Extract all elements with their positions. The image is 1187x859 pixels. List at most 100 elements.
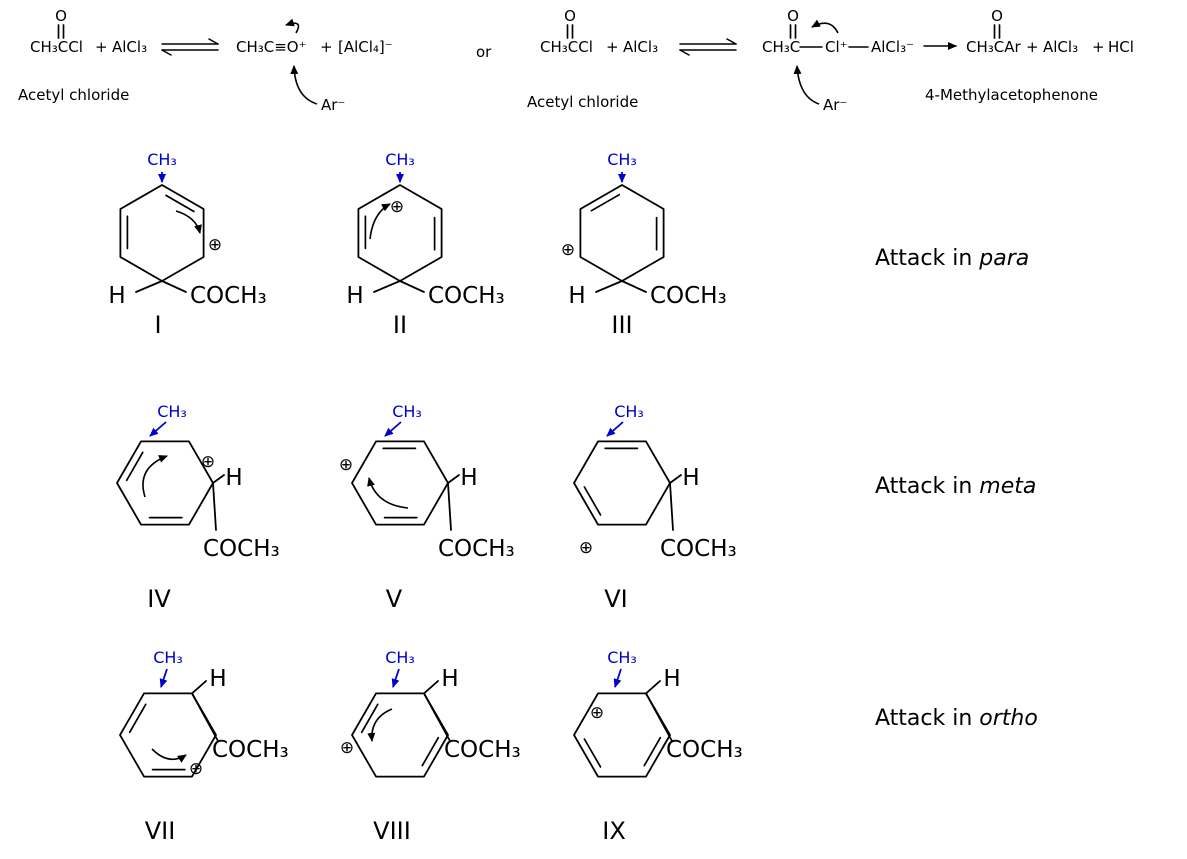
carbonyl-oxygen-label: O: [991, 7, 1003, 25]
chloronium-label: Cl⁺: [825, 38, 848, 56]
acetyl-label: COCH₃: [660, 536, 737, 562]
aryl-attack-arrow: [793, 65, 820, 105]
plus-sign: +: [95, 38, 108, 56]
equation-left: O CH₃CCl + AlCl₃ CH₃C≡O⁺ + [AlCl₄]⁻ or A…: [18, 7, 492, 114]
acetyl-chloride-formula: CH₃CCl: [30, 38, 83, 56]
equation-right: O CH₃CCl + AlCl₃ O CH₃C Cl⁺ AlCl₃⁻ O CH₃…: [527, 7, 1134, 114]
plus-sign: +: [1092, 38, 1105, 56]
equilibrium-arrow-bottom-head: [161, 49, 172, 56]
acetyl-label: COCH₃: [666, 737, 743, 763]
electron-shift-arrow: [811, 19, 839, 34]
plus-charge: ⊕: [201, 452, 215, 472]
acetyl-label: COCH₃: [428, 283, 505, 309]
plus-charge: ⊕: [561, 240, 575, 260]
plus-sign: +: [320, 38, 333, 56]
equilibrium-arrow-bottom-head: [679, 49, 690, 56]
double-bond: [360, 703, 379, 734]
methyl-label: CH₃: [157, 402, 187, 421]
resonance-arrow: [369, 203, 391, 240]
methyl-label: CH₃: [607, 648, 637, 667]
plus-charge: ⊕: [340, 738, 354, 758]
carbonyl-oxygen-label: O: [55, 7, 67, 25]
acetyl-label: COCH₃: [203, 536, 280, 562]
methyl-arrow: [613, 668, 622, 688]
equilibrium-arrow-top-head: [208, 38, 219, 45]
product-formula: CH₃CAr: [966, 38, 1022, 56]
methyl-arrow: [606, 421, 624, 437]
h-bond: [191, 680, 207, 695]
attack-label-prefix: Attack in: [875, 246, 973, 271]
methyl-arrow: [384, 421, 402, 437]
h-bond: [669, 474, 682, 484]
double-bond: [643, 736, 662, 767]
structure-VIII: CH₃ H COCH₃ ⊕ VIII: [340, 648, 521, 845]
alcl3-anion-label: AlCl₃⁻: [871, 38, 914, 56]
acetyl-label: COCH₃: [438, 536, 515, 562]
hydrogen-label: H: [663, 666, 680, 692]
h-bond: [135, 280, 163, 293]
methyl-arrow: [391, 668, 400, 688]
hydrogen-label: H: [346, 283, 363, 309]
resonance-arrow: [151, 748, 187, 763]
benzene-ring: [573, 440, 671, 526]
acetyl-bond: [423, 692, 451, 742]
plus-charge: ⊕: [590, 703, 604, 723]
plus-sign: +: [1026, 38, 1039, 56]
structure-VI: CH₃ H COCH₃ ⊕ VI: [573, 402, 737, 613]
structure-numeral: VIII: [373, 817, 411, 845]
acylium-formula: CH₃C≡O⁺: [236, 38, 307, 56]
acetyl-chloride-name: Acetyl chloride: [18, 86, 129, 104]
plus-sign: +: [606, 38, 619, 56]
hydrogen-label: H: [682, 465, 699, 491]
hydrogen-label: H: [568, 283, 585, 309]
acetyl-label: COCH₃: [444, 737, 521, 763]
benzene-ring: [116, 440, 214, 526]
benzene-ring: [351, 440, 449, 526]
structure-II: CH₃ H COCH₃ ⊕ II: [346, 150, 504, 339]
structure-III: CH₃ H COCH₃ ⊕ III: [561, 150, 727, 339]
double-bond: [125, 451, 144, 482]
methyl-label: CH₃: [614, 402, 644, 421]
acetyl-bond: [212, 482, 217, 531]
methyl-label: CH₃: [607, 150, 637, 169]
methyl-arrow: [149, 421, 167, 437]
hydrogen-label: H: [108, 283, 125, 309]
double-bond: [165, 194, 195, 213]
acetyl-label: COCH₃: [650, 283, 727, 309]
structure-numeral: V: [386, 585, 403, 613]
methyl-label: CH₃: [385, 150, 415, 169]
structure-numeral: I: [154, 311, 161, 339]
structure-IV: CH₃ H COCH₃ ⊕ IV: [116, 402, 280, 613]
double-bond: [421, 736, 440, 767]
aryl-anion-label: Ar⁻: [321, 96, 345, 114]
plus-charge: ⊕: [339, 455, 353, 475]
resonance-arrow: [175, 210, 202, 234]
benzene-ring: [119, 184, 205, 282]
h-bond: [423, 680, 439, 695]
attack-mode-word: meta: [979, 474, 1037, 499]
plus-charge: ⊕: [390, 197, 404, 217]
alcl3-formula: AlCl₃: [112, 38, 147, 56]
acetyl-label: COCH₃: [190, 283, 267, 309]
acetyl-bond: [669, 482, 674, 531]
acetyl-bond: [399, 280, 425, 293]
resonance-arrow: [142, 455, 168, 498]
double-bond: [583, 486, 602, 516]
benzene-ring: [579, 184, 665, 282]
alcl3-formula: AlCl₃: [623, 38, 658, 56]
structure-numeral: II: [393, 311, 407, 339]
h-bond: [447, 474, 460, 484]
structure-numeral: IV: [147, 585, 171, 613]
electron-shift-arrow: [285, 18, 300, 34]
benzene-ring: [351, 692, 449, 778]
aryl-attack-arrow: [290, 65, 318, 105]
hydrogen-label: H: [460, 465, 477, 491]
plus-charge: ⊕: [189, 759, 203, 779]
carbonyl-oxygen-label: O: [787, 7, 799, 25]
acetyl-bond: [621, 280, 647, 293]
methyl-label: CH₃: [147, 150, 177, 169]
